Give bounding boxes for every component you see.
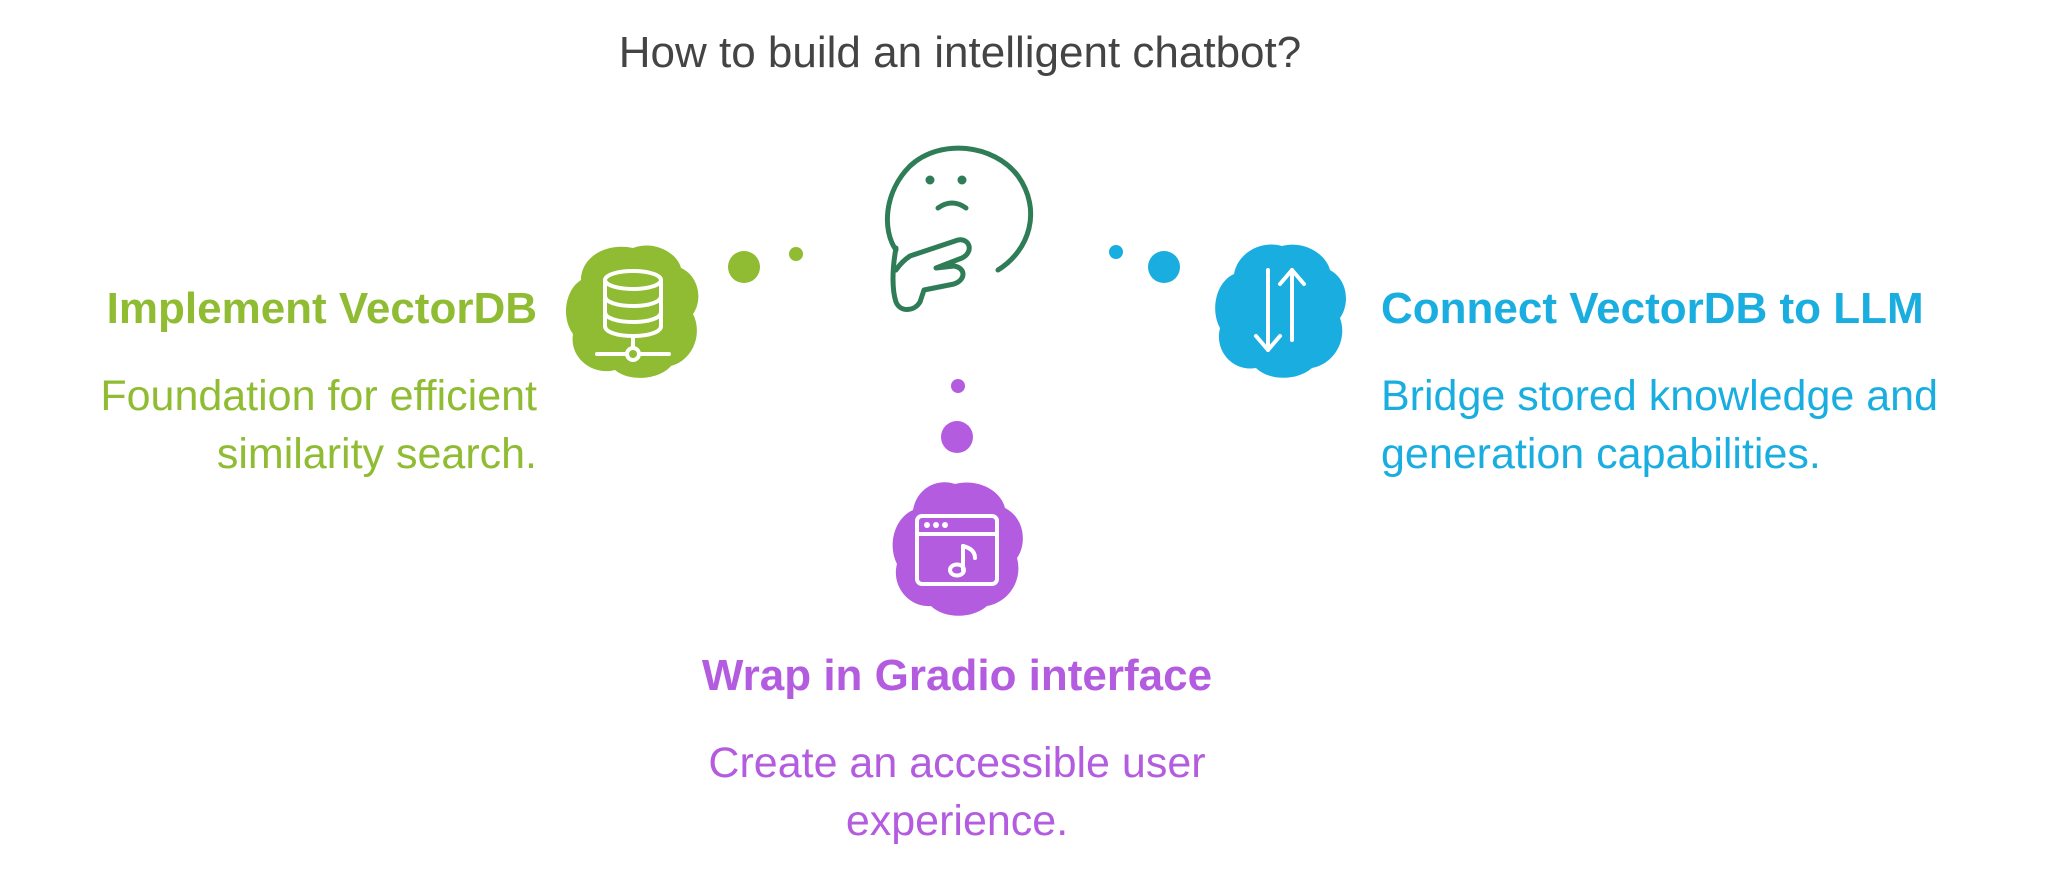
wrap-gradio-node (892, 482, 1023, 616)
wrap-gradio-heading: Wrap in Gradio interface (701, 651, 1213, 700)
music-app-window-icon (915, 514, 999, 586)
description-line: Foundation for efficient (100, 372, 537, 420)
implement-vectordb-node (566, 245, 699, 378)
connector-dot-bottom-large (941, 421, 973, 453)
connect-vectordb-llm-description: Bridge stored knowledge and generation c… (1381, 367, 1938, 483)
thinking-face-icon (884, 145, 1034, 312)
connector-dot-right-small (1109, 245, 1123, 259)
description-line: Create an accessible user (708, 739, 1206, 787)
implement-vectordb-heading: Implement VectorDB (106, 284, 537, 333)
description-line: Bridge stored knowledge and (1381, 372, 1938, 420)
connector-dot-bottom-small (951, 379, 965, 393)
connect-vectordb-llm-heading: Connect VectorDB to LLM (1381, 284, 1924, 333)
database-icon (595, 269, 671, 362)
implement-vectordb-description: Foundation for efficient similarity sear… (100, 367, 537, 483)
connector-dot-left-small (789, 247, 803, 261)
description-line: generation capabilities. (1381, 430, 1821, 478)
diagram-title: How to build an intelligent chatbot? (618, 28, 1302, 77)
description-line: experience. (845, 797, 1069, 845)
connector-dot-right-large (1148, 251, 1180, 283)
up-down-arrows-icon (1254, 268, 1306, 352)
connector-dot-left-large (728, 251, 760, 283)
wrap-gradio-description: Create an accessible user experience. (557, 734, 1357, 850)
description-line: similarity search. (216, 430, 537, 478)
connect-vectordb-llm-node (1215, 244, 1346, 378)
